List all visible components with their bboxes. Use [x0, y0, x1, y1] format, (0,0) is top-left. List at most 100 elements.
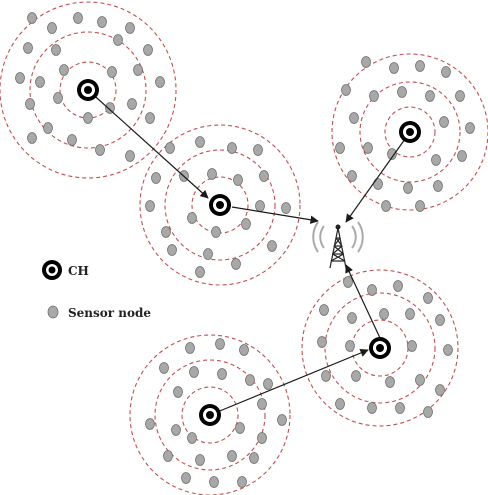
cluster-links	[87, 89, 411, 416]
sensor-node-icon	[277, 414, 287, 426]
sensor-node-icon	[159, 362, 169, 374]
sensor-node-icon	[145, 112, 155, 124]
cluster-3-ring-2	[359, 81, 461, 183]
sensor-node-icon	[407, 340, 417, 352]
sensor-node-icon	[347, 312, 357, 324]
sensor-node-icon	[155, 76, 165, 88]
sensor-node-icon	[395, 402, 405, 414]
sensor-node-icon	[43, 122, 53, 134]
sensor-node-icon	[95, 144, 105, 156]
sensor-node-icon	[259, 170, 269, 182]
sensor-node-icon	[257, 398, 267, 410]
sensor-node-icon	[125, 22, 135, 34]
sensor-node-icon	[113, 34, 123, 46]
sensor-node-icon	[381, 200, 391, 212]
sensor-node-icon	[35, 76, 45, 88]
sensor-node-icon	[15, 72, 25, 84]
sensor-node-icon	[185, 342, 195, 354]
cluster-heads	[77, 79, 421, 426]
sensor-node-icon	[263, 378, 273, 390]
sensor-node-icon	[195, 136, 205, 148]
sensor-node-icon	[181, 472, 191, 484]
sensor-node-icon	[361, 56, 371, 68]
legend-sensor-label: Sensor node	[68, 306, 151, 320]
sensor-node-icon	[405, 308, 415, 320]
sensor-node-icon	[363, 142, 373, 154]
sensor-node-icon	[415, 60, 425, 72]
legend-sensor-icon	[47, 305, 59, 319]
sensor-node-icon	[389, 62, 399, 74]
cluster-4-ring-3	[301, 269, 459, 427]
sensor-node-icon	[165, 142, 175, 154]
cluster-head-icon	[369, 337, 391, 359]
sensor-node-icon	[215, 338, 225, 350]
sensor-node-icon	[203, 248, 213, 260]
sensor-node-icon	[167, 244, 177, 256]
sensor-nodes	[15, 12, 475, 488]
sensor-node-icon	[59, 64, 69, 76]
sensor-node-icon	[107, 66, 117, 78]
sensor-node-icon	[455, 90, 465, 102]
sensor-node-icon	[403, 182, 413, 194]
sensor-node-icon	[423, 292, 433, 304]
sensor-node-icon	[237, 476, 247, 488]
legend-ch-icon	[42, 260, 62, 280]
sensor-node-icon	[345, 340, 355, 352]
sensor-node-icon	[189, 366, 199, 378]
sensor-node-icon	[431, 154, 441, 166]
sensor-node-icon	[23, 42, 33, 54]
sensor-node-icon	[317, 336, 327, 348]
sensor-node-icon	[369, 90, 379, 102]
sensor-node-icon	[319, 304, 329, 316]
sensor-node-icon	[349, 112, 359, 124]
sensor-node-icon	[239, 344, 249, 356]
sensor-node-icon	[423, 406, 433, 418]
cluster-head-icon	[399, 121, 421, 143]
legend: CH Sensor node	[42, 260, 151, 320]
cluster-head-icon	[77, 79, 99, 101]
sensor-node-icon	[415, 200, 425, 212]
sensor-node-icon	[267, 240, 277, 252]
sensor-node-icon	[51, 44, 61, 56]
link-arrow-4	[345, 264, 381, 339]
sensor-node-icon	[133, 64, 143, 76]
sensor-node-icon	[465, 122, 475, 134]
sensor-node-icon	[27, 132, 37, 144]
legend-ch-label: CH	[68, 264, 89, 278]
sensor-node-icon	[335, 398, 345, 410]
sensor-node-icon	[393, 280, 403, 292]
sensor-node-icon	[335, 142, 345, 154]
sensor-node-icon	[231, 258, 241, 270]
sensor-node-icon	[233, 174, 243, 186]
link-arrow-5	[209, 348, 369, 416]
sensor-node-icon	[145, 200, 155, 212]
sensor-node-icon	[241, 218, 251, 230]
link-arrow-3	[345, 131, 411, 223]
cluster-5-ring-2	[154, 359, 266, 471]
base-station-icon	[312, 221, 364, 269]
cluster-4-ring-2	[324, 292, 436, 404]
sensor-node-icon	[433, 180, 443, 192]
sensor-node-icon	[341, 84, 351, 96]
sensor-node-icon	[397, 86, 407, 98]
cluster-head-icon	[199, 404, 221, 426]
sensor-node-icon	[217, 368, 227, 380]
sensor-node-icon	[73, 12, 83, 24]
link-arrow-1	[87, 89, 209, 199]
sensor-node-icon	[47, 22, 57, 34]
sensor-node-icon	[145, 418, 155, 430]
sensor-node-icon	[105, 102, 115, 114]
sensor-node-icon	[97, 16, 107, 28]
sensor-node-icon	[187, 212, 197, 224]
cluster-3-ring-3	[331, 53, 488, 211]
sensor-node-icon	[163, 450, 173, 462]
sensor-node-icon	[435, 384, 445, 396]
sensor-node-icon	[439, 116, 449, 128]
sensor-node-icon	[27, 12, 37, 24]
sensor-node-icon	[435, 314, 445, 326]
sensor-node-icon	[127, 98, 137, 110]
sensor-node-icon	[53, 92, 63, 104]
